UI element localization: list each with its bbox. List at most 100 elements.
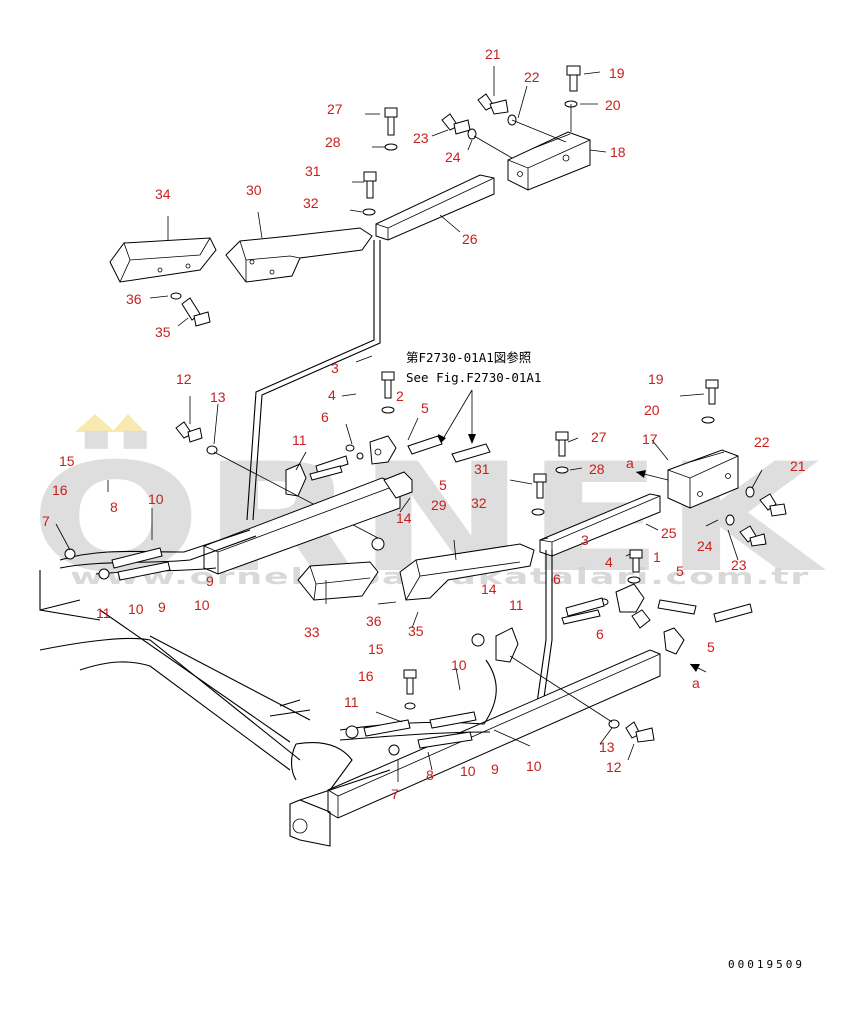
part-label-17: 17	[642, 431, 658, 447]
part-label-11: 11	[509, 597, 524, 613]
part-label-27: 27	[327, 101, 343, 117]
hoses-left	[59, 529, 257, 581]
part-label-10: 10	[526, 758, 542, 774]
nut-14-upper	[371, 537, 385, 551]
watermark-dot-left	[75, 414, 115, 432]
part-label-a: a	[626, 455, 634, 471]
part-label-12: 12	[606, 759, 622, 775]
part-label-24: 24	[445, 149, 461, 165]
part-label-3: 3	[331, 360, 339, 376]
washer-16-lower	[404, 702, 416, 710]
part-label-18: 18	[610, 144, 626, 160]
washer-22-mid	[745, 486, 755, 498]
swing-frame	[269, 699, 353, 791]
bolt-31	[363, 171, 377, 199]
reference-arrows	[439, 389, 473, 445]
washer-32-mid	[531, 508, 545, 516]
part-label-30: 30	[246, 182, 262, 198]
part-label-9: 9	[206, 573, 214, 589]
bracket-25	[539, 493, 661, 557]
part-label-21: 21	[790, 458, 806, 474]
part-label-10: 10	[128, 601, 144, 617]
part-label-10: 10	[451, 657, 467, 673]
rod-3	[246, 240, 375, 521]
cover-33	[297, 561, 379, 601]
cover-30	[225, 227, 373, 283]
part-label-5: 5	[439, 477, 447, 493]
bolt-15-lower	[403, 669, 417, 695]
lower-assembly	[269, 549, 753, 847]
cover-34	[109, 237, 217, 283]
upper-assembly	[109, 65, 591, 521]
hose-fittings-right	[561, 597, 605, 625]
frame-left	[39, 570, 311, 771]
bolt-35	[181, 297, 211, 327]
part-label-29: 29	[431, 497, 447, 513]
part-label-5: 5	[421, 400, 429, 416]
frame-rail-lower	[289, 649, 661, 847]
bolt-19-top	[566, 65, 581, 92]
mid-assembly	[39, 371, 787, 771]
washer-24-top	[467, 128, 477, 140]
washer-4	[381, 406, 395, 414]
part-label-36: 36	[126, 291, 142, 307]
part-label-23: 23	[731, 557, 747, 573]
part-label-3: 3	[581, 532, 589, 548]
washer-36	[170, 292, 182, 300]
part-label-8: 8	[426, 767, 434, 783]
part-label-1: 1	[653, 549, 661, 565]
part-label-16: 16	[52, 482, 68, 498]
arm-14-upper	[203, 471, 413, 575]
part-label-22: 22	[754, 434, 770, 450]
part-label-10: 10	[460, 763, 476, 779]
bolt-21-mid	[759, 493, 787, 517]
bolt-31-mid	[533, 473, 547, 499]
part-label-28: 28	[325, 134, 341, 150]
part-label-33: 33	[304, 624, 320, 640]
part-labels: 21 22 19 20 27 23 28 18 24 31 34 30 32 2…	[42, 46, 806, 802]
washer-32	[362, 208, 376, 216]
clamp-1-upper	[369, 435, 397, 465]
part-label-11: 11	[96, 605, 111, 621]
hose-fittings-left	[309, 455, 349, 481]
part-label-5: 5	[707, 639, 715, 655]
part-label-7: 7	[391, 786, 399, 802]
bolt-21-top	[477, 93, 509, 115]
part-label-4: 4	[328, 387, 336, 403]
washer-4-lower	[627, 576, 641, 584]
part-label-5: 5	[676, 563, 684, 579]
part-label-9: 9	[158, 599, 166, 615]
part-label-13: 13	[599, 739, 615, 755]
part-label-8: 8	[110, 499, 118, 515]
part-label-32: 32	[471, 495, 487, 511]
drawing-code: 00019509	[728, 958, 805, 971]
block-18	[507, 131, 591, 191]
part-label-21: 21	[485, 46, 501, 62]
bolt-12-lower	[625, 721, 655, 743]
bolt-27	[384, 107, 398, 136]
part-label-4: 4	[605, 554, 613, 570]
bracket-26	[375, 174, 495, 241]
part-label-28: 28	[589, 461, 605, 477]
part-label-10: 10	[194, 597, 210, 613]
part-label-12: 12	[176, 371, 192, 387]
part-label-15: 15	[59, 453, 75, 469]
part-label-25: 25	[661, 525, 677, 541]
part-label-31: 31	[474, 461, 490, 477]
washer-28	[384, 143, 398, 151]
part-label-35: 35	[408, 623, 424, 639]
hoses-lower	[339, 659, 497, 756]
part-label-11: 11	[292, 432, 307, 448]
part-label-7: 7	[42, 513, 50, 529]
bolt-12-upper	[175, 421, 203, 443]
bolt-2	[381, 371, 395, 399]
part-label-34: 34	[155, 186, 171, 202]
part-label-16: 16	[358, 668, 374, 684]
washer-28-mid	[555, 466, 569, 474]
part-label-6: 6	[596, 626, 604, 642]
watermark-dot-right	[112, 414, 145, 432]
part-label-14: 14	[481, 581, 497, 597]
part-label-31: 31	[305, 163, 321, 179]
part-label-6: 6	[321, 409, 329, 425]
